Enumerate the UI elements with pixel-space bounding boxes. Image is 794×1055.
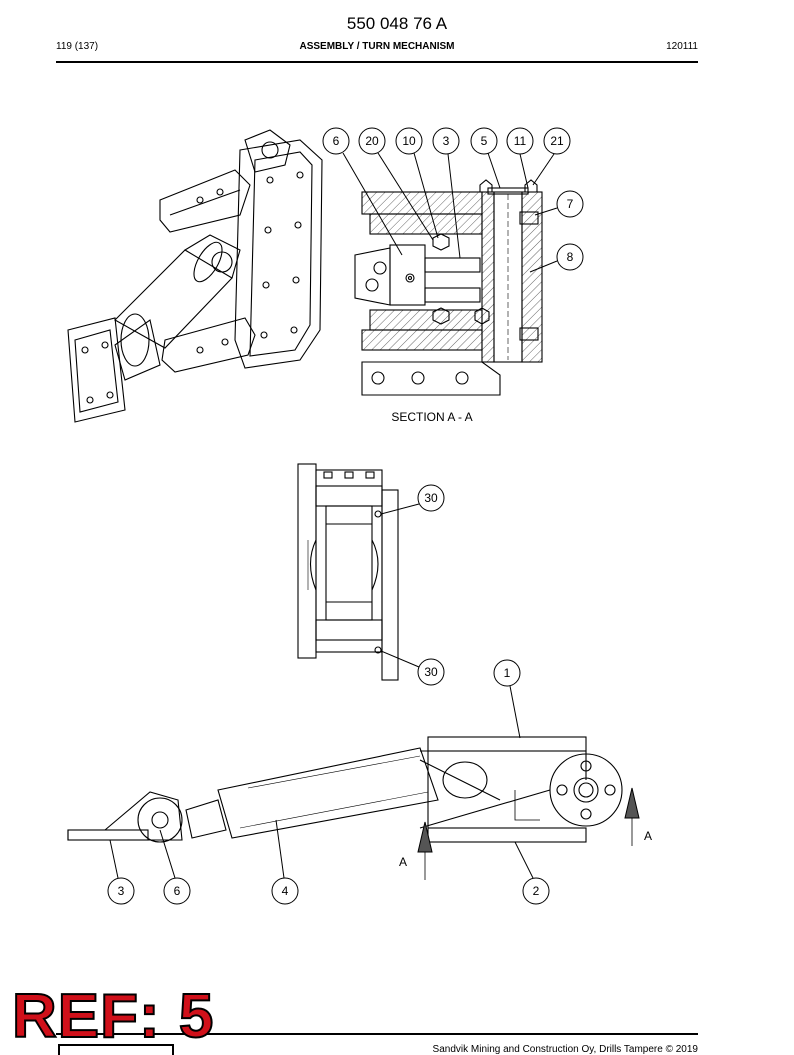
callout-label: 20 <box>365 134 379 148</box>
callout-label: 8 <box>567 250 574 264</box>
footer-divider <box>56 1033 698 1035</box>
callout-label: 1 <box>504 666 511 680</box>
callout-label: 10 <box>402 134 416 148</box>
side-view <box>67 736 623 843</box>
page-number: 119 (137) <box>56 41 99 52</box>
page-title: ASSEMBLY / TURN MECHANISM <box>299 41 455 52</box>
callout-label: 5 <box>481 134 488 148</box>
callout-label: 4 <box>282 884 289 898</box>
section-a-a-view <box>354 179 543 396</box>
callout-label: 6 <box>174 884 181 898</box>
section-marker-a: A <box>644 829 652 843</box>
end-view-callouts: 30 30 <box>380 484 445 686</box>
section-marker-a: A <box>399 855 407 869</box>
callout-label: 3 <box>118 884 125 898</box>
callout-label: 7 <box>567 197 574 211</box>
section-cut-markers: A A <box>399 787 652 880</box>
part-number: 550 048 76 A <box>346 14 448 33</box>
document-code: 120111 <box>666 41 698 52</box>
ref-stamp: REF: 5 <box>11 982 215 1051</box>
end-view <box>297 463 399 681</box>
header-row: 119 (137) ASSEMBLY / TURN MECHANISM 1201… <box>56 41 698 55</box>
callout-label: 30 <box>424 665 438 679</box>
footer-copyright: Sandvik Mining and Construction Oy, Dril… <box>432 1044 698 1055</box>
callout-label: 11 <box>514 134 527 148</box>
section-callouts: 6 20 10 3 5 11 21 7 8 <box>322 127 584 273</box>
sandvik-logo <box>58 1044 174 1055</box>
callout-label: 3 <box>443 134 450 148</box>
callout-label: 21 <box>550 134 564 148</box>
callout-label: 30 <box>424 491 438 505</box>
callout-label: 6 <box>333 134 340 148</box>
header-divider <box>56 61 698 63</box>
section-label: SECTION A - A <box>391 410 472 424</box>
isometric-view <box>67 129 323 423</box>
side-view-callouts: 1 3 6 4 2 <box>107 659 550 905</box>
callout-label: 2 <box>533 884 540 898</box>
